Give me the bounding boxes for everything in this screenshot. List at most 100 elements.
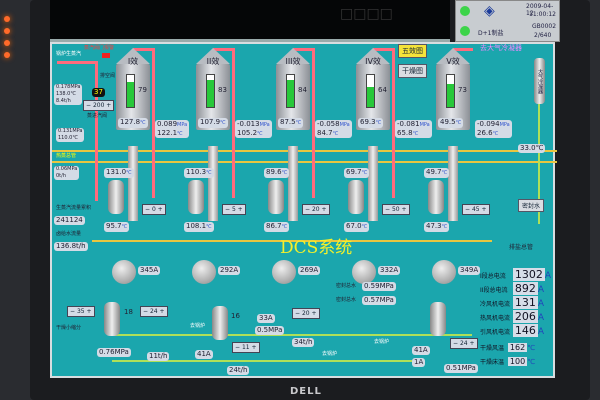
leg: [288, 146, 298, 221]
level-value: 73: [458, 86, 467, 94]
inlet-valve-value: 37: [92, 88, 105, 97]
pump-current-4: 33A: [257, 314, 275, 323]
pump-current: 349A: [458, 266, 481, 275]
tank-1: [104, 302, 120, 336]
vapor-pipe-down: [312, 48, 315, 198]
heater-temp: 131.0℃: [104, 168, 134, 178]
boiler-label-3: 去锅炉: [322, 351, 338, 357]
dryer-button[interactable]: 干燥图: [398, 64, 427, 78]
stepper-1[interactable]: − 35 +: [67, 306, 95, 317]
seal-water-2-label: 密封总水: [336, 297, 357, 303]
pump-current: 292A: [218, 266, 241, 275]
condenser-label: 去大气冷凝器: [480, 44, 522, 52]
page-number: 2/640: [534, 32, 552, 39]
salt-separator: [112, 260, 136, 284]
leg: [208, 146, 218, 221]
valve-stepper[interactable]: − 0 +: [142, 204, 166, 215]
effect-name: I效: [127, 57, 139, 66]
heater-temp: 49.7℃: [424, 168, 450, 178]
salt-separator: [352, 260, 376, 284]
code: GB0002: [532, 23, 557, 30]
valve-stepper[interactable]: − 5 +: [222, 204, 246, 215]
brine-flow-label: 卤给水流量: [56, 231, 82, 237]
pump-current-2: 1A: [412, 358, 426, 367]
condenser-temp: 33.0℃: [518, 144, 546, 153]
stepper-4[interactable]: − 20 +: [292, 308, 320, 319]
vapor-pipe-down: [232, 48, 235, 198]
outlet-temp: 108.1℃: [184, 222, 214, 232]
level-gauge: [126, 74, 135, 108]
total-steam-label: 生蒸汽流量累积: [56, 205, 92, 211]
effect-name: II效: [206, 57, 220, 66]
status-light-2: [460, 26, 470, 36]
monitor-logo: DELL: [290, 386, 322, 397]
cond-label: 热蒸总管: [56, 153, 77, 159]
stepper-5[interactable]: − 24 +: [450, 338, 478, 349]
dry-bed-temp: 干燥床温 100℃: [480, 357, 536, 366]
flow-1: 11t/h: [147, 352, 170, 361]
valve-stepper[interactable]: − 45 +: [462, 204, 490, 215]
salt-separator: [432, 260, 456, 284]
alarm-indicator: [102, 53, 110, 58]
five-effect-button[interactable]: 五效图: [398, 44, 427, 58]
seal-water-1-label: 密封总水: [336, 283, 357, 289]
yellow-header-pipe: [52, 150, 557, 152]
vessel-temp: 107.9℃: [198, 118, 228, 128]
company-logo-icon: ◈: [484, 3, 495, 19]
outlet-temp: 67.0℃: [344, 222, 370, 232]
tank-1-level: 18: [124, 308, 133, 316]
outlet-temp: 95.7℃: [104, 222, 130, 232]
vessel-temp: 87.5℃: [278, 118, 304, 128]
seal-water-button[interactable]: 密封水: [518, 199, 545, 212]
salt-separator: [272, 260, 296, 284]
stepper-2[interactable]: − 24 +: [140, 306, 168, 317]
steam-pipe-vertical: [95, 61, 98, 201]
outlet-temp: 86.7℃: [264, 222, 290, 232]
date: 2009-04-12: [526, 3, 554, 17]
salt-separator: [192, 260, 216, 284]
boiler-label-2: 去锅炉: [374, 339, 390, 345]
tank-3: [430, 302, 446, 336]
steam-label: 锅炉生蒸汽: [56, 51, 82, 57]
stepper-3[interactable]: − 11 +: [232, 342, 260, 353]
heater-temp: 110.3℃: [184, 168, 214, 178]
heater: [108, 180, 124, 214]
steam-pipe: [57, 61, 97, 64]
vent-valve-label: 排空阀: [100, 73, 116, 79]
dryer-label: 干燥小缩分: [56, 325, 82, 331]
leg: [128, 146, 138, 221]
vapor-pipe-down: [392, 48, 395, 198]
level-value: 84: [298, 86, 307, 94]
salt-pipe: [92, 240, 492, 242]
valve-stepper[interactable]: − 50 +: [382, 204, 410, 215]
pressure-3: 0.51MPa: [444, 364, 478, 373]
seal-water-2: 0.57MPa: [362, 296, 396, 305]
tank-2-level: 16: [231, 312, 240, 320]
unit-label: D+1制盐: [478, 30, 504, 37]
seal-water-1: 0.59MPa: [362, 282, 396, 291]
heater-temp: 89.6℃: [264, 168, 290, 178]
pump-current: 332A: [378, 266, 401, 275]
leg: [448, 146, 458, 221]
level-gauge: [366, 74, 375, 108]
inlet-valve-stepper[interactable]: − 200 +: [83, 100, 115, 111]
vessel-temp: 69.3℃: [358, 118, 384, 128]
heater: [188, 180, 204, 214]
condenser-pipe: [538, 104, 540, 224]
time: 11:00:12: [529, 11, 556, 18]
effect-name: IV效: [365, 57, 381, 66]
boiler-pipe: [112, 334, 472, 336]
valve-stepper[interactable]: − 20 +: [302, 204, 330, 215]
level-value: 83: [218, 86, 227, 94]
pressure-2: 0.5MPa: [255, 326, 285, 335]
flow-3: 24t/h: [227, 366, 250, 375]
